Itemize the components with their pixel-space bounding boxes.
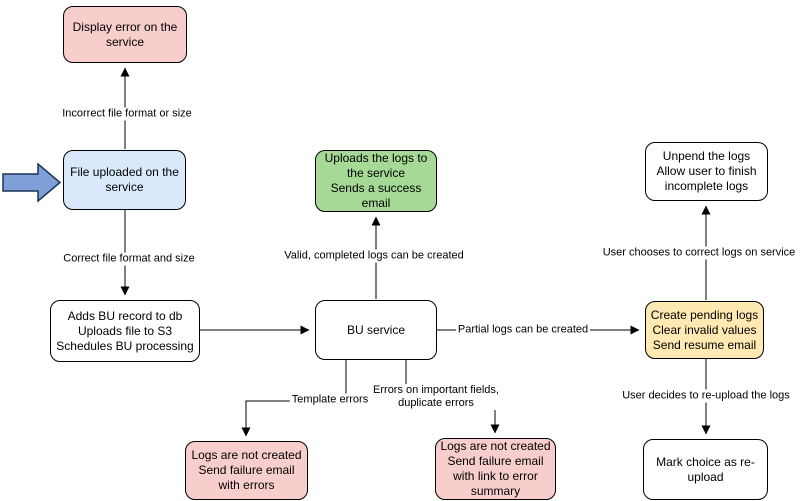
node-display-error: Display error on the service [63, 6, 187, 63]
node-file-uploaded: File uploaded on the service [63, 150, 186, 210]
node-unpend-logs: Unpend the logs Allow user to finish inc… [645, 142, 768, 201]
edge-label-valid-logs: Valid, completed logs can be created [282, 249, 466, 263]
node-upload-success: Uploads the logs to the service Sends a … [315, 150, 437, 212]
edge-label-field-errors: Errors on important fields, duplicate er… [371, 384, 501, 410]
edge-label-correct-format: Correct file format and size [61, 252, 197, 266]
node-fail-field-errors: Logs are not created Send failure email … [435, 438, 556, 500]
node-create-pending-logs: Create pending logs Clear invalid values… [645, 301, 764, 359]
node-bu-service: BU service [315, 300, 437, 360]
node-adds-bu-record: Adds BU record to db Uploads file to S3 … [50, 300, 200, 362]
node-fail-template-errors: Logs are not created Send failure email … [185, 441, 308, 500]
edge-label-incorrect-format: Incorrect file format or size [60, 107, 194, 121]
edge-label-template-errors: Template errors [289, 393, 371, 407]
entry-arrow-icon [2, 162, 62, 203]
node-mark-reupload: Mark choice as re- upload [643, 439, 768, 500]
edge-label-partial-logs: Partial logs can be created [455, 323, 591, 337]
edge-label-user-chooses-correct: User chooses to correct logs on service [600, 246, 798, 260]
edge-label-user-decides-reupload: User decides to re-upload the logs [620, 389, 792, 403]
